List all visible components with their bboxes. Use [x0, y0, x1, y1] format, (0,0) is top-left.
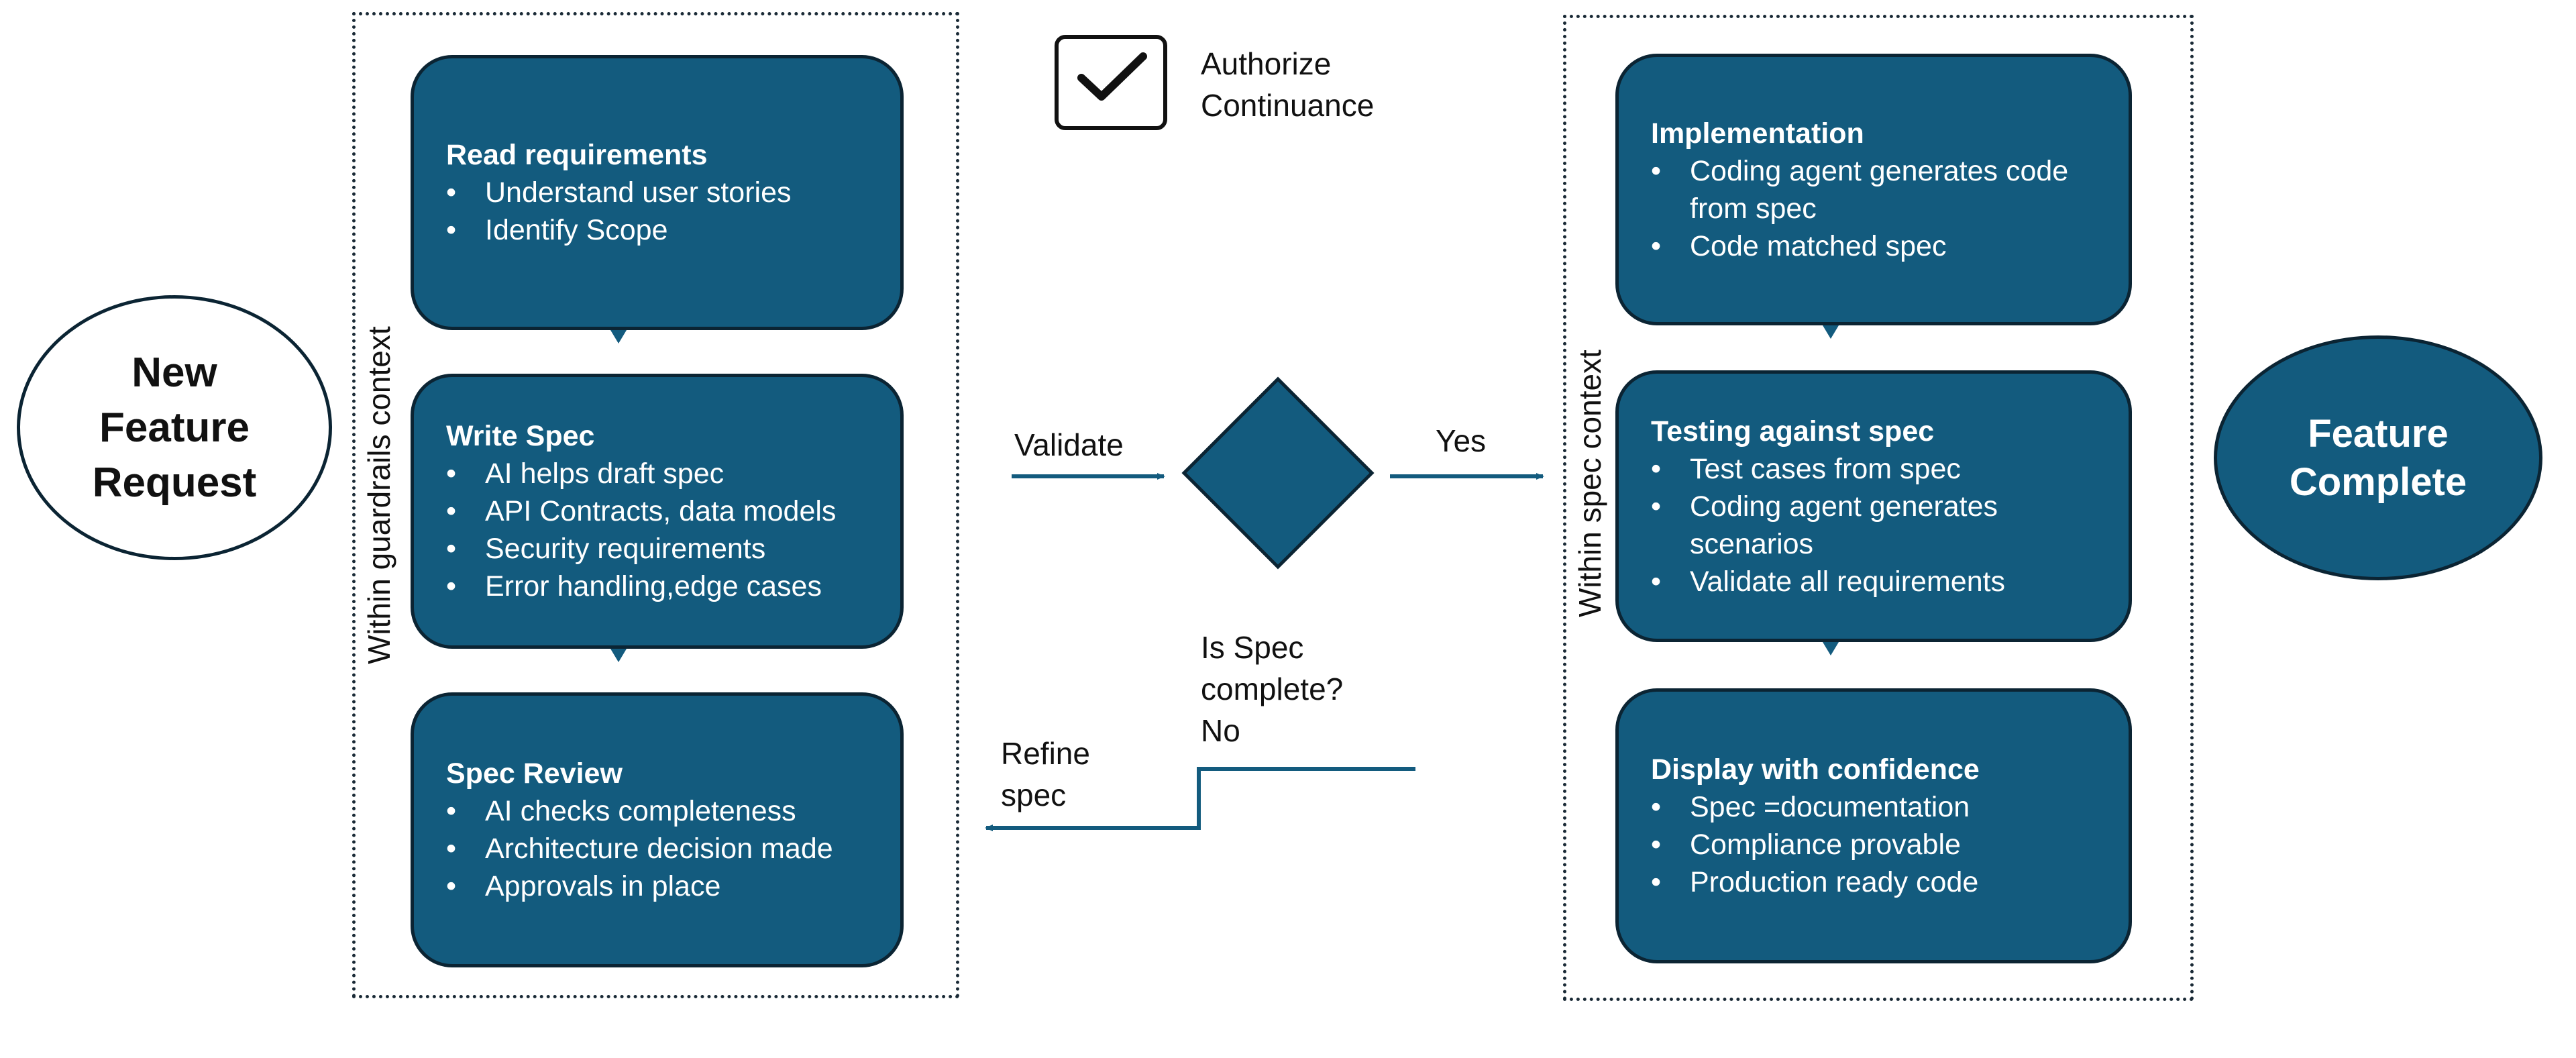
bullet-item: Coding agent generates code from spec [1651, 152, 2102, 227]
bullet-list: Coding agent generates code from spec Co… [1651, 152, 2102, 265]
implementation-box: Implementation Coding agent generates co… [1615, 54, 2132, 325]
bullet-item: Production ready code [1651, 863, 2102, 901]
bullet-item: AI helps draft spec [446, 455, 873, 492]
end-node: Feature Complete [2214, 335, 2542, 580]
checkmark-icon [1077, 52, 1147, 101]
bullet-item: Coding agent generates scenarios [1651, 488, 2102, 563]
flow-notch [1823, 642, 1839, 655]
bullet-item: Error handling,edge cases [446, 568, 873, 605]
display-with-confidence-box: Display with confidence Spec =documentat… [1615, 688, 2132, 963]
start-node: New Feature Request [17, 295, 332, 560]
checkbox-check-icon [1055, 35, 1167, 130]
box-title: Write Spec [446, 420, 595, 452]
read-requirements-box: Read requirements Understand user storie… [411, 55, 904, 330]
flow-notch [610, 330, 627, 343]
write-spec-box: Write Spec AI helps draft spec API Contr… [411, 374, 904, 649]
bullet-list: Test cases from spec Coding agent genera… [1651, 450, 2102, 600]
bullet-item: Test cases from spec [1651, 450, 2102, 488]
flow-notch [1823, 325, 1839, 339]
guardrails-context-container [352, 12, 959, 998]
box-title: Display with confidence [1651, 753, 1980, 786]
guardrails-context-label: Within guardrails context [362, 326, 396, 664]
spec-context-container [1563, 15, 2194, 1001]
yes-label: Yes [1436, 423, 1487, 458]
bullet-item: Compliance provable [1651, 826, 2102, 863]
bullet-list: Spec =documentation Compliance provable … [1651, 788, 2102, 901]
bullet-item: API Contracts, data models [446, 492, 873, 530]
bullet-item: AI checks completeness [446, 792, 873, 830]
legend-label-line1: Authorize [1201, 46, 1332, 81]
bullet-list: AI helps draft spec API Contracts, data … [446, 455, 873, 605]
question-label-line2: complete? [1201, 672, 1344, 706]
bullet-item: Code matched spec [1651, 227, 2102, 265]
bullet-item: Spec =documentation [1651, 788, 2102, 826]
box-title: Testing against spec [1651, 415, 1935, 447]
bullet-item: Security requirements [446, 530, 873, 568]
spec-context-label: Within spec context [1572, 350, 1607, 617]
bullet-list: Understand user stories Identify Scope [446, 174, 873, 249]
start-label: New Feature Request [92, 349, 257, 506]
validate-label: Validate [1014, 427, 1124, 462]
refine-label-line2: spec [1001, 778, 1067, 812]
bullet-item: Architecture decision made [446, 830, 873, 867]
bullet-item: Understand user stories [446, 174, 873, 211]
testing-against-spec-box: Testing against spec Test cases from spe… [1615, 370, 2132, 642]
flow-notch [610, 649, 627, 662]
decision-diamond [1181, 376, 1375, 570]
bullet-item: Validate all requirements [1651, 563, 2102, 600]
bullet-item: Identify Scope [446, 211, 873, 249]
legend-label-line2: Continuance [1201, 88, 1375, 123]
bullet-item: Approvals in place [446, 867, 873, 905]
end-label: Feature Complete [2289, 411, 2467, 504]
question-label-line1: Is Spec [1201, 630, 1304, 665]
spec-review-box: Spec Review AI checks completeness Archi… [411, 692, 904, 967]
box-title: Implementation [1651, 117, 1864, 150]
bullet-list: AI checks completeness Architecture deci… [446, 792, 873, 905]
box-title: Spec Review [446, 757, 623, 790]
no-label: No [1201, 713, 1240, 748]
refine-arrow [985, 767, 1415, 831]
box-title: Read requirements [446, 139, 708, 171]
refine-label-line1: Refine [1001, 736, 1090, 771]
